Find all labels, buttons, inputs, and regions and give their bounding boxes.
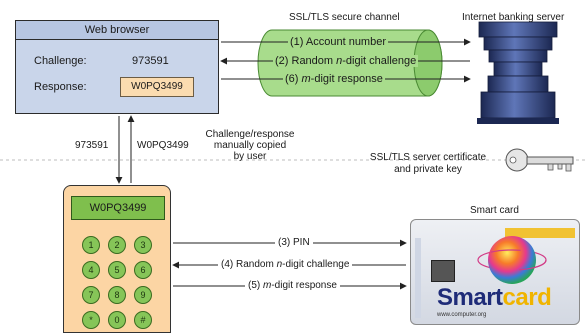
token-key-2: 2 — [108, 236, 126, 254]
card-brand-main: Smart — [437, 284, 503, 311]
copy-response-value: W0PQ3499 — [137, 140, 189, 151]
message-3-text: (3) PIN — [278, 237, 310, 248]
token-key-9: 9 — [134, 286, 152, 304]
copy-challenge-value: 973591 — [75, 140, 109, 151]
security-token: W0PQ3499 1 2 3 4 5 6 7 8 9 * 0 # — [63, 185, 171, 333]
token-key-8: 8 — [108, 286, 126, 304]
smart-card: Smartcard www.computer.org — [410, 219, 580, 325]
card-brand-accent: card — [502, 284, 552, 311]
card-chip-icon — [431, 260, 455, 282]
token-key-0: 0 — [108, 311, 126, 329]
message-6: (6) m-digit response — [283, 73, 385, 85]
message-4: (4) Random n-digit challenge — [218, 259, 353, 270]
message-1: (1) Account number — [288, 36, 388, 48]
message-6-prefix: (6) — [285, 73, 302, 85]
message-2-var: n — [336, 55, 343, 67]
message-5-prefix: (5) — [248, 280, 263, 291]
message-2-prefix: (2) Random — [275, 55, 337, 67]
certificate-note-line-2: and private key — [394, 164, 462, 175]
server-tower — [477, 21, 559, 124]
challenge-label: Challenge: — [34, 55, 87, 67]
message-1-text: (1) Account number — [290, 36, 386, 48]
token-key-3: 3 — [134, 236, 152, 254]
response-label: Response: — [34, 81, 87, 93]
token-display: W0PQ3499 — [71, 196, 165, 220]
message-4-suffix: -digit challenge — [282, 259, 350, 270]
browser-title: Web browser — [16, 21, 218, 40]
message-5-suffix: -digit response — [271, 280, 337, 291]
copy-note-line-2: manually copied — [213, 140, 287, 151]
challenge-value: 973591 — [132, 55, 169, 67]
card-stripe — [505, 228, 575, 238]
card-side-stripe — [415, 238, 421, 318]
ssl-channel-label: SSL/TLS secure channel — [289, 12, 400, 23]
server-label: Internet banking server — [462, 12, 565, 23]
message-6-suffix: -digit response — [310, 73, 383, 85]
token-key-6: 6 — [134, 261, 152, 279]
web-browser-window: Web browser Challenge: 973591 Response: … — [15, 20, 219, 114]
token-key-7: 7 — [82, 286, 100, 304]
message-2-suffix: -digit challenge — [342, 55, 417, 67]
token-key-4: 4 — [82, 261, 100, 279]
certificate-note: SSL/TLS server certificate and private k… — [362, 152, 494, 176]
message-6-var: m — [301, 73, 311, 85]
copy-note-line-3: by user — [233, 151, 267, 162]
smartcard-label: Smart card — [470, 205, 519, 216]
copy-note-line-1: Challenge/response — [205, 129, 295, 140]
card-url: www.computer.org — [437, 312, 487, 318]
token-key-5: 5 — [108, 261, 126, 279]
copy-note: Challenge/response manually copied by us… — [202, 129, 298, 162]
message-5-var: m — [263, 280, 272, 291]
message-4-prefix: (4) Random — [221, 259, 277, 270]
key-icon — [505, 148, 574, 172]
message-2: (2) Random n-digit challenge — [273, 55, 419, 67]
message-4-var: n — [276, 259, 283, 270]
message-5: (5) m-digit response — [245, 280, 340, 291]
certificate-note-line-1: SSL/TLS server certificate — [369, 152, 487, 163]
response-field: W0PQ3499 — [120, 77, 194, 97]
card-brand: Smartcard — [437, 284, 552, 312]
token-key-star: * — [82, 311, 100, 329]
globe-icon — [477, 236, 547, 284]
message-3: (3) PIN — [275, 237, 313, 248]
token-key-1: 1 — [82, 236, 100, 254]
token-key-hash: # — [134, 311, 152, 329]
